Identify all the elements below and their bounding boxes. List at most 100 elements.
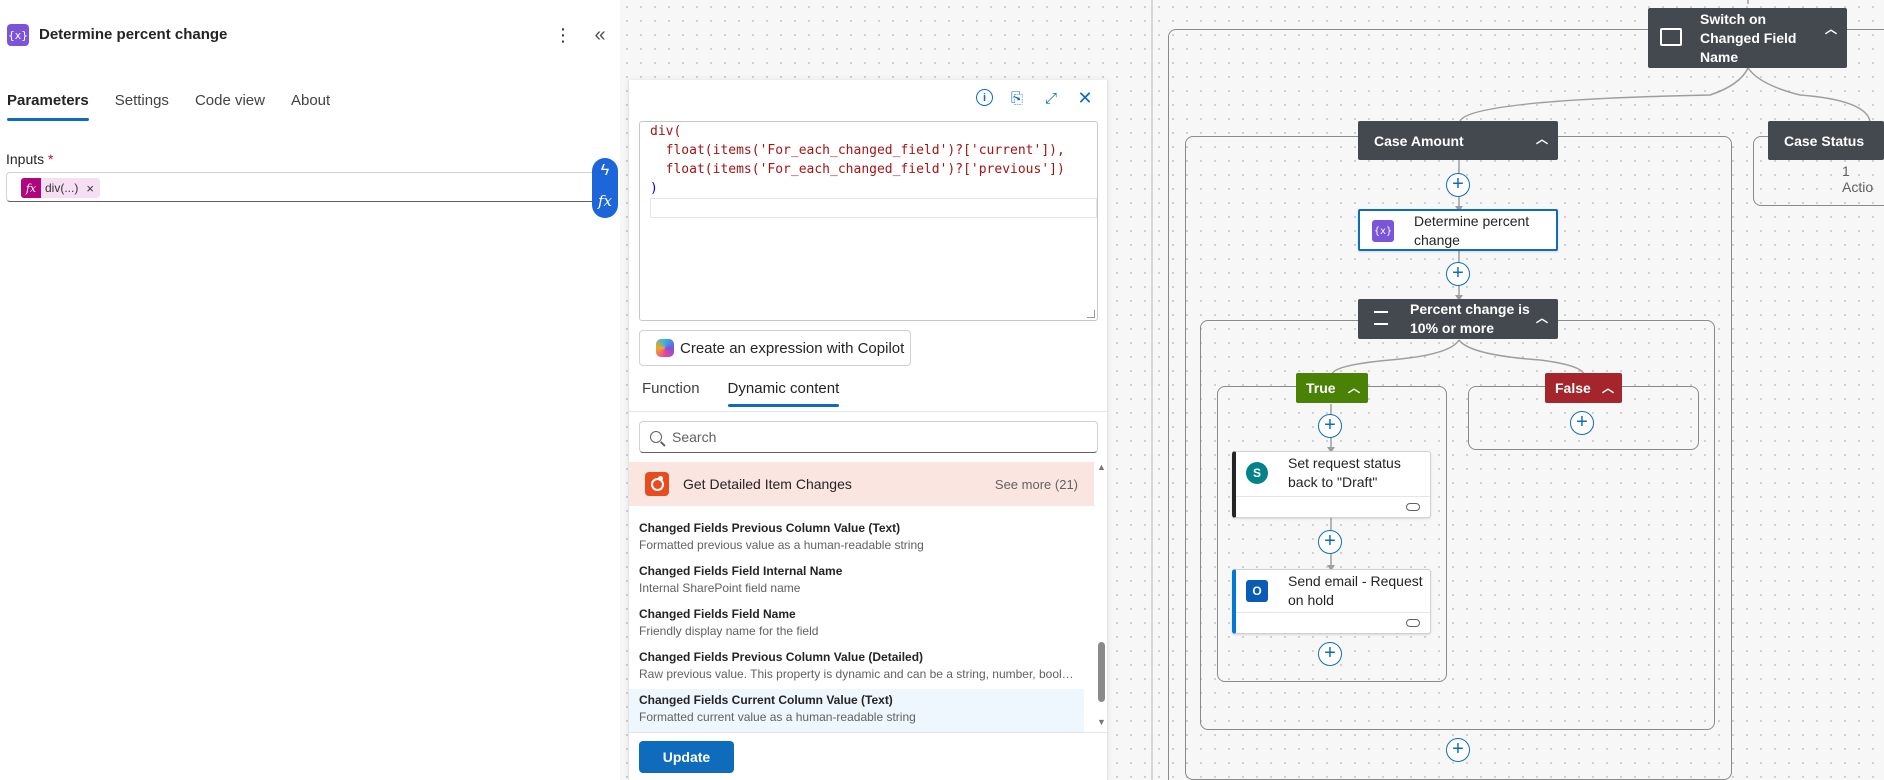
list-item-name: Changed Fields Current Column Value (Tex…: [639, 693, 893, 707]
switch-container: [1168, 29, 1884, 780]
tabs-divider: [629, 411, 1107, 412]
update-button[interactable]: Update: [639, 741, 734, 773]
add-action-button[interactable]: +: [1446, 262, 1470, 286]
expression-editor-panel: i ⎘ ⤢ ✕ div( float(items('For_each_chang…: [628, 80, 1108, 780]
parameters-pane: {x} Determine percent change ⋮ « Paramet…: [0, 0, 620, 780]
list-item-name: Changed Fields Field Internal Name: [639, 564, 843, 578]
determine-percent-change-card[interactable]: {x} Determine percent change: [1358, 209, 1558, 251]
tab-function[interactable]: Function: [642, 380, 700, 397]
list-item-desc: Friendly display name for the field: [639, 624, 819, 638]
tab-parameters[interactable]: Parameters: [7, 92, 89, 121]
case-status-label: Case Status: [1784, 132, 1865, 149]
chevron-up-icon[interactable]: ︿: [1347, 381, 1360, 395]
sharepoint-action-card[interactable]: S Set request status back to "Draft": [1232, 451, 1431, 518]
list-item-desc: Formatted current value as a human-reada…: [639, 710, 916, 724]
see-more-link[interactable]: See more (21): [994, 476, 1078, 492]
add-action-button[interactable]: +: [1446, 738, 1470, 762]
fx-icon: fx: [21, 178, 41, 198]
token-remove-icon[interactable]: ×: [86, 180, 94, 196]
lightning-icon[interactable]: ϟ: [600, 162, 610, 179]
expand-icon[interactable]: ⤢: [1044, 89, 1057, 107]
email-card-label: Send email - Request on hold: [1288, 573, 1423, 608]
condition-node-label: Percent change is 10% or more: [1410, 301, 1530, 336]
code-line: float(items('For_each_changed_field')?['…: [650, 143, 1065, 158]
more-options-button[interactable]: ⋮: [554, 24, 572, 45]
sharepoint-icon: S: [1246, 462, 1268, 484]
outlook-action-card[interactable]: O Send email - Request on hold: [1232, 569, 1431, 634]
scroll-up-icon[interactable]: ▲: [1097, 462, 1106, 472]
footer-divider: [629, 732, 1107, 733]
variable-icon: {x}: [7, 24, 29, 46]
inputs-label-text: Inputs: [6, 151, 45, 167]
case-status-node[interactable]: Case Status: [1768, 121, 1884, 160]
switch-icon: [1660, 28, 1682, 46]
add-action-button[interactable]: +: [1570, 411, 1594, 435]
inputs-field[interactable]: fx div(...) ×: [6, 172, 614, 202]
tab-about[interactable]: About: [290, 92, 331, 109]
expression-tabs: Function Dynamic content: [642, 380, 839, 407]
add-action-button[interactable]: +: [1318, 642, 1342, 666]
scroll-thumb[interactable]: [1098, 642, 1105, 702]
dynamic-content-group-header[interactable]: Get Detailed Item Changes See more (21): [629, 462, 1094, 506]
add-action-button[interactable]: +: [1318, 530, 1342, 554]
scroll-down-icon[interactable]: ▼: [1097, 717, 1106, 727]
chevron-up-icon[interactable]: ︿: [1535, 311, 1548, 325]
code-line: float(items('For_each_changed_field')?['…: [650, 162, 1065, 177]
list-item[interactable]: Changed Fields Current Column Value (Tex…: [629, 689, 1084, 732]
add-action-button[interactable]: +: [1446, 173, 1470, 197]
tab-settings[interactable]: Settings: [114, 92, 169, 109]
case-status-action-count: 1 Actio: [1842, 163, 1874, 195]
inputs-label: Inputs *: [6, 151, 53, 167]
list-item[interactable]: Changed Fields Previous Column Value (Te…: [639, 517, 1094, 560]
copilot-expression-button[interactable]: Create an expression with Copilot: [639, 330, 911, 366]
close-icon[interactable]: ✕: [1077, 87, 1093, 108]
chevron-up-icon[interactable]: ︿: [1824, 22, 1837, 36]
action-title[interactable]: Determine percent change: [39, 26, 228, 43]
code-line: div(: [650, 124, 682, 139]
panel-tabs: Parameters Settings Code view About: [7, 92, 330, 121]
code-line: ): [650, 181, 658, 196]
switch-node-label: Switch on Changed Field Name: [1700, 10, 1797, 65]
case-amount-node[interactable]: Case Amount ︿: [1358, 121, 1558, 160]
false-branch-label[interactable]: False ︿: [1545, 373, 1622, 403]
chevron-up-icon[interactable]: ︿: [1601, 381, 1614, 395]
resize-grip-icon[interactable]: [1087, 310, 1095, 318]
insert-content-toggle: ϟ fx: [592, 158, 618, 218]
info-icon[interactable]: i: [976, 89, 993, 106]
search-box[interactable]: [639, 421, 1098, 453]
sharepoint-changes-icon: [645, 472, 669, 496]
expression-token[interactable]: fx div(...) ×: [21, 178, 100, 198]
link-icon: [1406, 503, 1420, 511]
add-action-button[interactable]: +: [1318, 414, 1342, 438]
token-label: div(...): [45, 181, 79, 195]
list-item[interactable]: Changed Fields Previous Column Value (De…: [639, 646, 1094, 689]
card-divider: [1236, 612, 1430, 613]
determine-card-label: Determine percent change: [1414, 213, 1530, 248]
switch-node[interactable]: Switch on Changed Field Name ︿: [1648, 8, 1847, 68]
tab-code-view[interactable]: Code view: [194, 92, 265, 109]
chevron-up-icon[interactable]: ︿: [1535, 132, 1548, 146]
dynamic-content-list[interactable]: Get Detailed Item Changes See more (21) …: [629, 462, 1094, 732]
collapse-panel-button[interactable]: «: [594, 23, 606, 46]
clipboard-icon[interactable]: ⎘: [1010, 89, 1023, 107]
card-divider: [1236, 496, 1430, 497]
expression-toolbar: i ⎘ ⤢ ✕: [976, 88, 1095, 108]
condition-icon: [1374, 311, 1388, 325]
group-title: Get Detailed Item Changes: [683, 476, 852, 492]
search-input[interactable]: [672, 429, 1072, 445]
fx-icon[interactable]: fx: [597, 192, 612, 210]
list-scrollbar[interactable]: ▲ ▼: [1096, 462, 1108, 732]
active-line-highlight: [650, 198, 1097, 218]
variable-icon: {x}: [1372, 220, 1394, 242]
true-branch-label[interactable]: True ︿: [1296, 373, 1368, 403]
condition-node[interactable]: Percent change is 10% or more ︿: [1358, 299, 1558, 339]
list-item[interactable]: Changed Fields Field Internal Name Inter…: [639, 560, 1094, 603]
search-icon: [650, 431, 662, 443]
list-item-desc: Formatted previous value as a human-read…: [639, 538, 924, 552]
canvas-divider: [1151, 0, 1153, 780]
expression-code-editor[interactable]: div( float(items('For_each_changed_field…: [639, 121, 1098, 321]
copilot-icon: [656, 339, 674, 357]
sharepoint-card-label: Set request status back to "Draft": [1288, 455, 1401, 490]
list-item[interactable]: Changed Fields Field Name Friendly displ…: [639, 603, 1094, 646]
tab-dynamic-content[interactable]: Dynamic content: [727, 380, 839, 407]
